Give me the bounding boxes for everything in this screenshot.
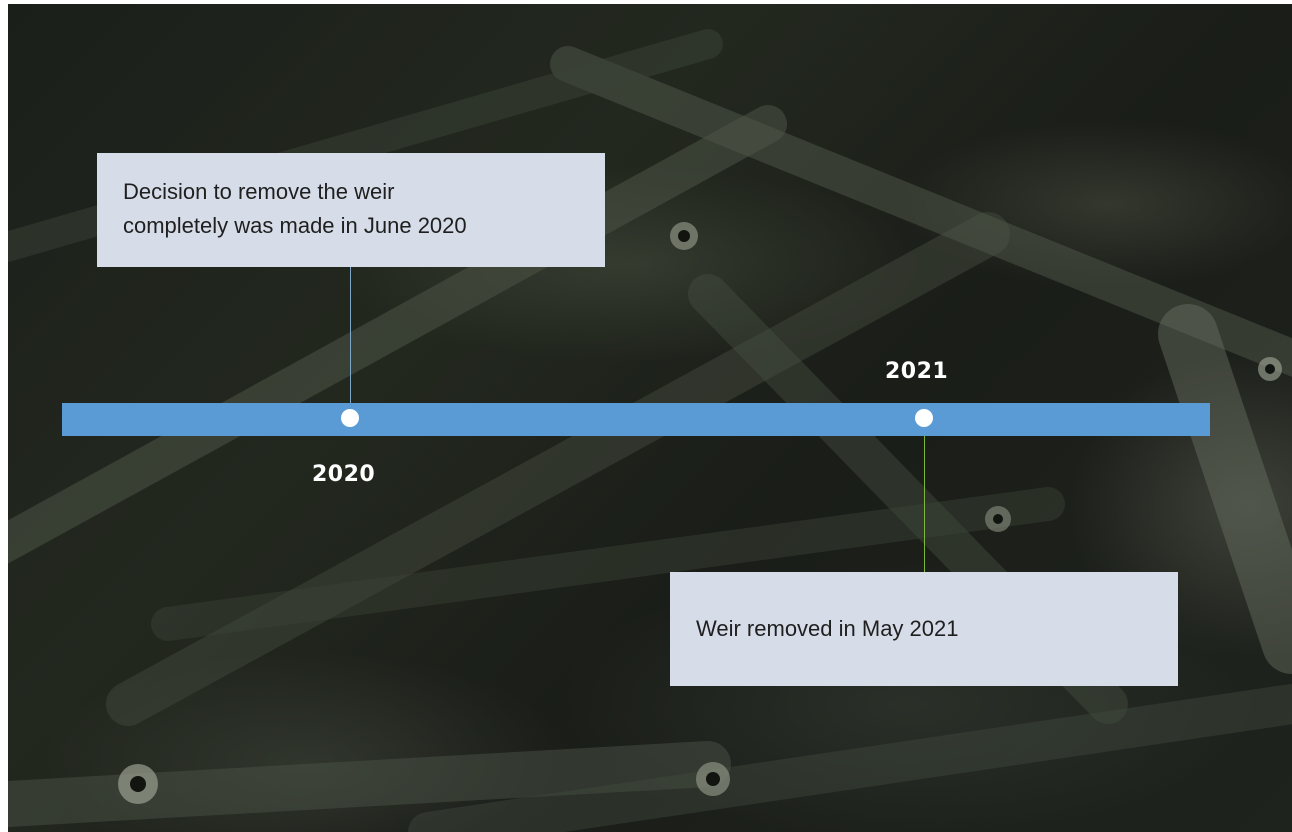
timeline-bar xyxy=(62,403,1210,436)
callout-2020-decision: Decision to remove the weir completely w… xyxy=(97,153,605,267)
connector-line-2021 xyxy=(924,427,925,572)
milestone-dot-2020 xyxy=(341,409,359,427)
callout-2021-removal: Weir removed in May 2021 xyxy=(670,572,1178,686)
fish-photo-background xyxy=(8,29,1292,832)
milestone-dot-2021 xyxy=(915,409,933,427)
year-label-2020: 2020 xyxy=(312,462,376,487)
callout-2020-line-2: completely was made in June 2020 xyxy=(123,213,467,238)
year-label-2021: 2021 xyxy=(885,359,949,384)
callout-2020-line-1: Decision to remove the weir xyxy=(123,179,395,204)
timeline-slide: 2020 2021 Decision to remove the weir co… xyxy=(8,4,1292,832)
callout-2021-line-1: Weir removed in May 2021 xyxy=(696,616,959,641)
connector-line-2020 xyxy=(350,267,351,411)
